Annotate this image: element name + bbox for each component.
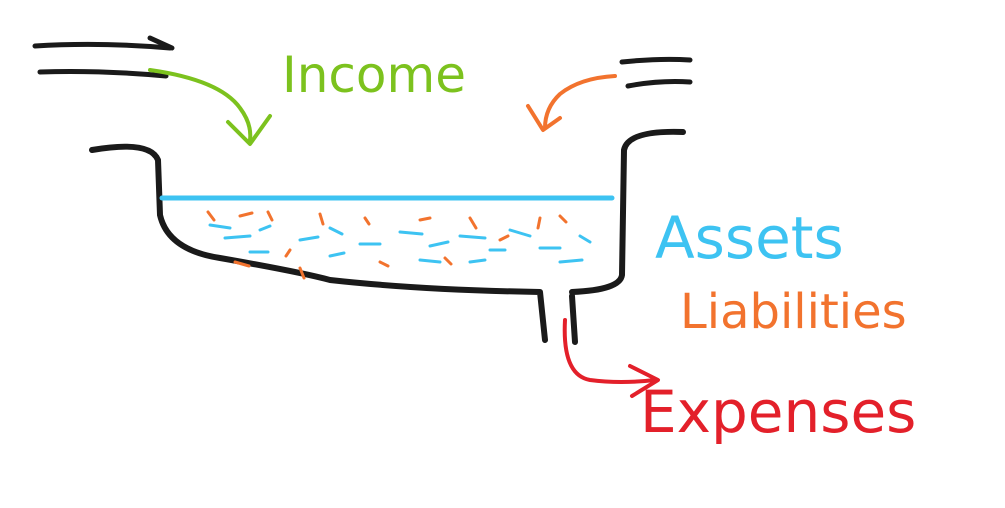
right-inflow-pipe (619, 56, 693, 89)
left-inflow-pipe (32, 35, 175, 79)
expenses-label: Expenses (640, 378, 916, 446)
assets-label: Assets (655, 204, 844, 272)
liabilities-inflow-arrow (526, 74, 617, 132)
income-label: Income (282, 46, 466, 104)
income-arrow (148, 68, 272, 146)
liabilities-label: Liabilities (680, 284, 907, 340)
tank-contents (206, 210, 592, 280)
expenses-arrow (562, 318, 660, 398)
tank-outline (89, 128, 686, 345)
